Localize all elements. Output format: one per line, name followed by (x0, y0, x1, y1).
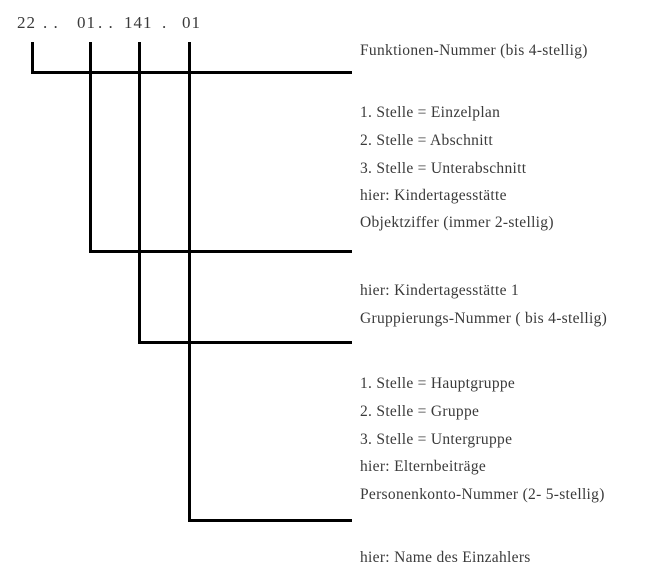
code-separator-2: . . (98, 13, 114, 32)
branch-detail-stelle-einzelplan: 1. Stelle = Einzelplan (360, 104, 501, 121)
branch-detail-hier-name-des-einzahlers: hier: Name des Einzahlers (360, 549, 531, 566)
bracket-horizontal-segment-2 (89, 250, 352, 253)
branch-label-personenkonto-nummer: Personenkonto-Nummer (2- 5-stellig) (360, 486, 605, 503)
code-segment-2: 01 (77, 13, 96, 32)
branch-label-objektziffer: Objektziffer (immer 2-stellig) (360, 214, 554, 231)
bracket-vertical-segment-3 (138, 42, 141, 344)
branch-detail-hier-kindertagesstaette: hier: Kindertagesstätte (360, 187, 507, 204)
bracket-vertical-segment-4 (188, 42, 191, 522)
bracket-horizontal-segment-3 (138, 341, 352, 344)
bracket-horizontal-segment-1 (31, 71, 352, 74)
code-separator-1: . . (43, 13, 59, 32)
branch-detail-hier-elternbeitraege: hier: Elternbeiträge (360, 458, 487, 475)
code-segment-1: 22 (17, 13, 36, 32)
code-segment-3: 141 (124, 13, 153, 32)
bracket-vertical-segment-2 (89, 42, 92, 253)
branch-label-funktionen-nummer: Funktionen-Nummer (bis 4-stellig) (360, 42, 588, 59)
branch-detail-stelle-unterabschnitt: 3. Stelle = Unterabschnitt (360, 160, 527, 177)
branch-detail-stelle-gruppe: 2. Stelle = Gruppe (360, 403, 480, 420)
bracket-vertical-segment-1 (31, 42, 34, 74)
code-segment-4: 01 (182, 13, 201, 32)
code-separator-3: . (162, 13, 168, 32)
branch-detail-stelle-untergruppe: 3. Stelle = Untergruppe (360, 431, 513, 448)
branch-label-gruppierungs-nummer: Gruppierungs-Nummer ( bis 4-stellig) (360, 310, 608, 327)
bracket-horizontal-segment-4 (188, 519, 352, 522)
branch-detail-hier-kindertagesstaette-1: hier: Kindertagesstätte 1 (360, 282, 520, 299)
branch-detail-stelle-hauptgruppe: 1. Stelle = Hauptgruppe (360, 375, 516, 392)
branch-detail-stelle-abschnitt: 2. Stelle = Abschnitt (360, 132, 494, 149)
